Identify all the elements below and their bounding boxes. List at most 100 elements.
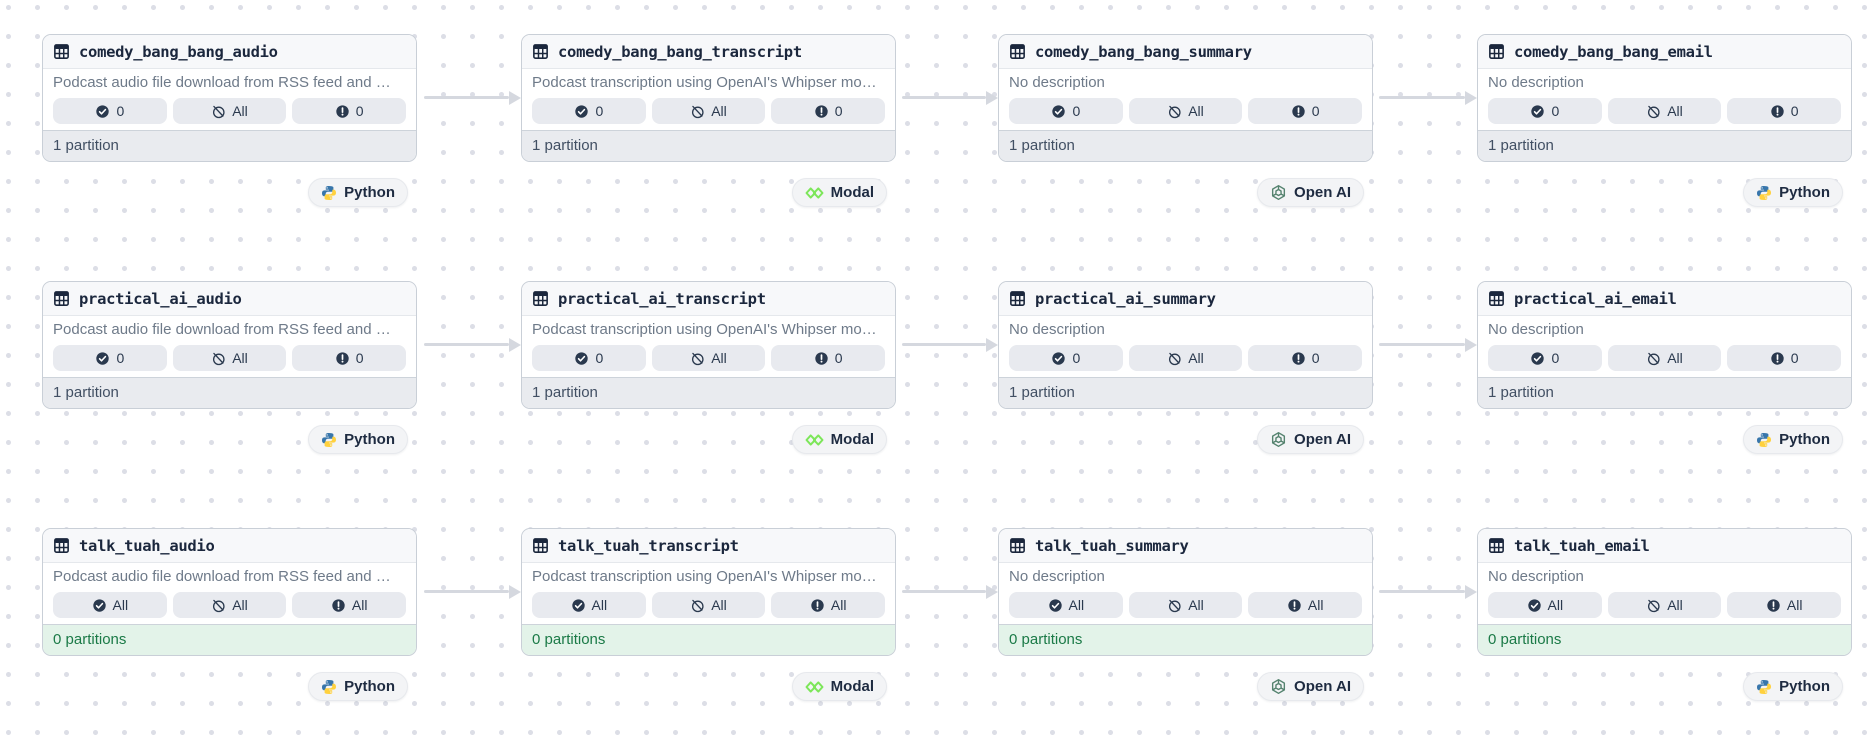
- asset-node[interactable]: talk_tuah_summary No description All All…: [998, 528, 1373, 656]
- checks-badge[interactable]: All: [1488, 592, 1602, 618]
- missing-partitions-badge[interactable]: All: [651, 98, 766, 124]
- failed-partitions-badge[interactable]: All: [771, 592, 886, 618]
- kind-tag-modal[interactable]: Modal: [791, 425, 887, 454]
- table-icon: [533, 291, 548, 306]
- asset-description: No description: [1488, 74, 1584, 91]
- missing-partitions-badge[interactable]: All: [651, 345, 766, 371]
- checks-badge[interactable]: 0: [532, 345, 646, 371]
- failed-partitions-badge[interactable]: All: [292, 592, 407, 618]
- kind-tag-python[interactable]: Python: [1743, 178, 1843, 207]
- missing-partitions-badge[interactable]: All: [1607, 345, 1722, 371]
- table-icon: [54, 538, 69, 553]
- missing-partitions-badge[interactable]: All: [651, 592, 766, 618]
- missing-partitions-badge[interactable]: All: [1128, 345, 1243, 371]
- alert-circle-icon: [1766, 597, 1781, 613]
- kind-tag-python[interactable]: Python: [308, 425, 408, 454]
- slash-circle-icon: [1169, 352, 1181, 365]
- checks-badge[interactable]: 0: [1488, 345, 1602, 371]
- checks-badge[interactable]: All: [532, 592, 646, 618]
- edge-arrow: [424, 337, 521, 352]
- failed-partitions-badge[interactable]: All: [1248, 592, 1363, 618]
- kind-tag-python[interactable]: Python: [1743, 425, 1843, 454]
- asset-node[interactable]: practical_ai_transcript Podcast transcri…: [521, 281, 896, 409]
- alert-circle-icon: [814, 103, 829, 119]
- failed-badge-value: 0: [1311, 103, 1320, 119]
- asset-node-header: practical_ai_audio: [43, 282, 416, 316]
- kind-tag-label: Modal: [830, 678, 874, 695]
- checks-badge[interactable]: 0: [1009, 345, 1123, 371]
- python-logo-icon: [1757, 432, 1772, 447]
- kind-tag-python[interactable]: Python: [1743, 672, 1843, 701]
- checks-badge[interactable]: 0: [1488, 98, 1602, 124]
- asset-node[interactable]: practical_ai_summary No description 0 Al…: [998, 281, 1373, 409]
- asset-node[interactable]: practical_ai_email No description 0 All …: [1477, 281, 1852, 409]
- check-circle-icon: [1051, 104, 1066, 118]
- kind-tag-label: Modal: [830, 431, 874, 448]
- failed-badge-value: 0: [834, 350, 843, 366]
- checks-badge[interactable]: 0: [1009, 98, 1123, 124]
- failed-partitions-badge[interactable]: 0: [1727, 98, 1842, 124]
- slash-circle-icon: [1648, 352, 1660, 365]
- kind-tag-label: Python: [1779, 184, 1830, 201]
- missing-partitions-badge[interactable]: All: [172, 98, 287, 124]
- checks-badge[interactable]: All: [53, 592, 167, 618]
- asset-description: Podcast transcription using OpenAI's Whi…: [532, 321, 877, 338]
- asset-description: Podcast audio file download from RSS fee…: [53, 74, 391, 91]
- kind-tag-openai[interactable]: Open AI: [1257, 425, 1364, 454]
- failed-badge-value: 0: [1790, 103, 1799, 119]
- asset-node[interactable]: comedy_bang_bang_email No description 0 …: [1477, 34, 1852, 162]
- check-circle-icon: [574, 104, 589, 118]
- checks-badge-value: 0: [1072, 350, 1081, 366]
- failed-badge-value: All: [351, 597, 368, 613]
- missing-partitions-badge[interactable]: All: [1128, 98, 1243, 124]
- asset-node-header: comedy_bang_bang_transcript: [522, 35, 895, 69]
- checks-badge-value: All: [112, 597, 129, 613]
- failed-partitions-badge[interactable]: 0: [1248, 345, 1363, 371]
- asset-node[interactable]: comedy_bang_bang_summary No description …: [998, 34, 1373, 162]
- asset-description: Podcast audio file download from RSS fee…: [53, 568, 391, 585]
- kind-tag-label: Modal: [830, 184, 874, 201]
- missing-partitions-badge[interactable]: All: [1128, 592, 1243, 618]
- kind-tag-modal[interactable]: Modal: [791, 672, 887, 701]
- failed-partitions-badge[interactable]: 0: [292, 345, 407, 371]
- asset-node[interactable]: talk_tuah_audio Podcast audio file downl…: [42, 528, 417, 656]
- checks-badge[interactable]: 0: [53, 98, 167, 124]
- openai-logo-icon: [1272, 679, 1286, 694]
- alert-circle-icon: [810, 597, 825, 613]
- failed-badge-value: All: [830, 597, 847, 613]
- asset-node[interactable]: practical_ai_audio Podcast audio file do…: [42, 281, 417, 409]
- asset-node[interactable]: comedy_bang_bang_audio Podcast audio fil…: [42, 34, 417, 162]
- failed-badge-value: 0: [355, 350, 364, 366]
- failed-partitions-badge[interactable]: 0: [1248, 98, 1363, 124]
- missing-partitions-badge[interactable]: All: [172, 592, 287, 618]
- failed-partitions-badge[interactable]: 0: [1727, 345, 1842, 371]
- checks-badge[interactable]: All: [1009, 592, 1123, 618]
- asset-node-header: comedy_bang_bang_summary: [999, 35, 1372, 69]
- asset-node[interactable]: talk_tuah_email No description All All A…: [1477, 528, 1852, 656]
- asset-node[interactable]: talk_tuah_transcript Podcast transcripti…: [521, 528, 896, 656]
- partition-badges: 0 All 0: [522, 92, 895, 124]
- failed-partitions-badge[interactable]: All: [1727, 592, 1842, 618]
- failed-partitions-badge[interactable]: 0: [771, 345, 886, 371]
- kind-tag-label: Python: [344, 184, 395, 201]
- kind-tag-openai[interactable]: Open AI: [1257, 178, 1364, 207]
- checks-badge[interactable]: 0: [53, 345, 167, 371]
- edge-arrow: [1379, 90, 1477, 105]
- failed-partitions-badge[interactable]: 0: [292, 98, 407, 124]
- slash-circle-icon: [1169, 105, 1181, 118]
- kind-tag-modal[interactable]: Modal: [791, 178, 887, 207]
- missing-partitions-badge[interactable]: All: [172, 345, 287, 371]
- checks-badge[interactable]: 0: [532, 98, 646, 124]
- partition-badges: 0 All 0: [1478, 339, 1851, 371]
- kind-tag-python[interactable]: Python: [308, 672, 408, 701]
- missing-partitions-badge[interactable]: All: [1607, 592, 1722, 618]
- asset-node[interactable]: comedy_bang_bang_transcript Podcast tran…: [521, 34, 896, 162]
- checks-badge-value: 0: [116, 350, 125, 366]
- missing-partitions-badge[interactable]: All: [1607, 98, 1722, 124]
- failed-partitions-badge[interactable]: 0: [771, 98, 886, 124]
- check-circle-icon: [1051, 351, 1066, 365]
- kind-tag-python[interactable]: Python: [308, 178, 408, 207]
- alert-circle-icon: [1291, 350, 1306, 366]
- kind-tag-openai[interactable]: Open AI: [1257, 672, 1364, 701]
